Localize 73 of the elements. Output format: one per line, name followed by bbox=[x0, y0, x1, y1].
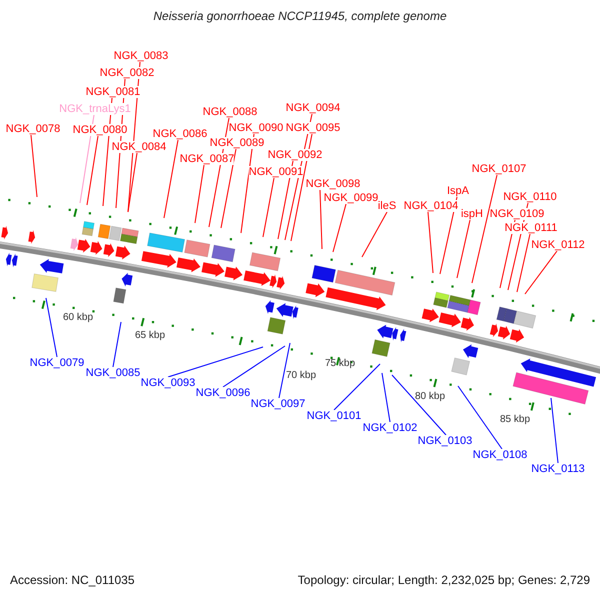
scale-label: 85 kbp bbox=[500, 414, 530, 425]
leader-line bbox=[458, 386, 502, 450]
gene-label: NGK_0081 bbox=[86, 86, 140, 98]
gene-label: NGK_0097 bbox=[250, 398, 306, 410]
scale-label: 65 kbp bbox=[134, 330, 166, 341]
footer-text: Accession: NC_011035 bbox=[10, 573, 135, 587]
leader-line bbox=[550, 398, 558, 464]
leader-line bbox=[290, 134, 312, 242]
leader-line bbox=[524, 250, 558, 294]
leader-line bbox=[222, 346, 286, 388]
leader-line bbox=[362, 212, 388, 258]
gene-label: NGK_0084 bbox=[112, 141, 166, 153]
gene-label: NGK_0086 bbox=[152, 128, 208, 140]
leader-line bbox=[194, 164, 204, 224]
gene-label: NGK_0085 bbox=[86, 367, 140, 379]
leader-line bbox=[456, 220, 470, 278]
leader-line bbox=[112, 322, 122, 368]
gene-label: NGK_0104 bbox=[404, 200, 458, 212]
gene-label: NGK_0090 bbox=[228, 122, 284, 134]
leader-line bbox=[278, 342, 290, 398]
gene-label: NGK_0101 bbox=[306, 410, 362, 422]
gene-label: NGK_0110 bbox=[503, 191, 557, 203]
gene-label: NGK_0083 bbox=[114, 50, 168, 62]
gene-label: NGK_0089 bbox=[210, 137, 264, 149]
leader-line bbox=[334, 364, 380, 410]
diagram-title: Neisseria gonorrhoeae NCCP11945, complete genome bbox=[152, 9, 448, 23]
gene-label: NGK_0088 bbox=[202, 106, 258, 118]
leader-line bbox=[86, 136, 98, 206]
gene-label: NGK_0080 bbox=[72, 124, 128, 136]
leader-line bbox=[332, 204, 346, 252]
leader-line bbox=[168, 346, 264, 378]
gene-label: NGK_0098 bbox=[306, 178, 360, 190]
gene-label: NGK_0078 bbox=[6, 123, 60, 135]
gene-label: NGK_0094 bbox=[286, 102, 340, 114]
gene-label: NGK_0112 bbox=[531, 239, 585, 251]
gene-label: NGK_0108 bbox=[472, 449, 528, 461]
gene-label: NGK_0111 bbox=[504, 222, 558, 234]
leader-line bbox=[392, 374, 446, 436]
scale-label: 60 kbp bbox=[62, 312, 94, 323]
gene-label: NGK_0093 bbox=[140, 377, 196, 389]
leader-line bbox=[472, 174, 498, 284]
scale-label: 80 kbp bbox=[414, 391, 446, 402]
gene-label: NGK_0102 bbox=[362, 422, 418, 434]
leader-line bbox=[128, 152, 138, 212]
gene-label: NGK_trnaLys1 bbox=[59, 103, 131, 115]
gene-label: NGK_0096 bbox=[196, 387, 250, 399]
scale-label: 75 kbp bbox=[324, 358, 356, 369]
gene-label: NGK_0099 bbox=[324, 192, 378, 204]
leader-line bbox=[320, 190, 322, 250]
gene-label: IspA bbox=[447, 185, 469, 197]
leader-line bbox=[164, 140, 178, 218]
gene-label: NGK_0113 bbox=[531, 463, 585, 475]
gene-label: NGK_0079 bbox=[30, 357, 84, 369]
leader-line bbox=[80, 114, 94, 204]
gene-label: NGK_0082 bbox=[100, 67, 154, 79]
leader-line bbox=[262, 178, 274, 238]
gene-label: NGK_0109 bbox=[490, 208, 544, 220]
scale-label: 70 kbp bbox=[286, 370, 316, 381]
leader-line bbox=[46, 298, 58, 358]
leader-line bbox=[516, 234, 530, 292]
leader-line bbox=[428, 212, 434, 274]
gene-label: ileS bbox=[378, 200, 396, 212]
gene-label: NGK_0103 bbox=[418, 435, 472, 447]
gene-label: NGK_0095 bbox=[286, 122, 340, 134]
footer-text: Topology: circular; Length: 2,232,025 bp; Genes: 2,729 bbox=[298, 573, 590, 587]
gene-label: ispH bbox=[461, 208, 483, 220]
gene-label: NGK_0087 bbox=[180, 153, 234, 165]
gene-label: NGK_0091 bbox=[248, 166, 304, 178]
leader-line bbox=[382, 372, 390, 422]
gene-label: NGK_0107 bbox=[472, 163, 526, 175]
leader-line bbox=[30, 134, 38, 198]
gene-label: NGK_0092 bbox=[268, 149, 322, 161]
leader-line bbox=[220, 148, 236, 228]
